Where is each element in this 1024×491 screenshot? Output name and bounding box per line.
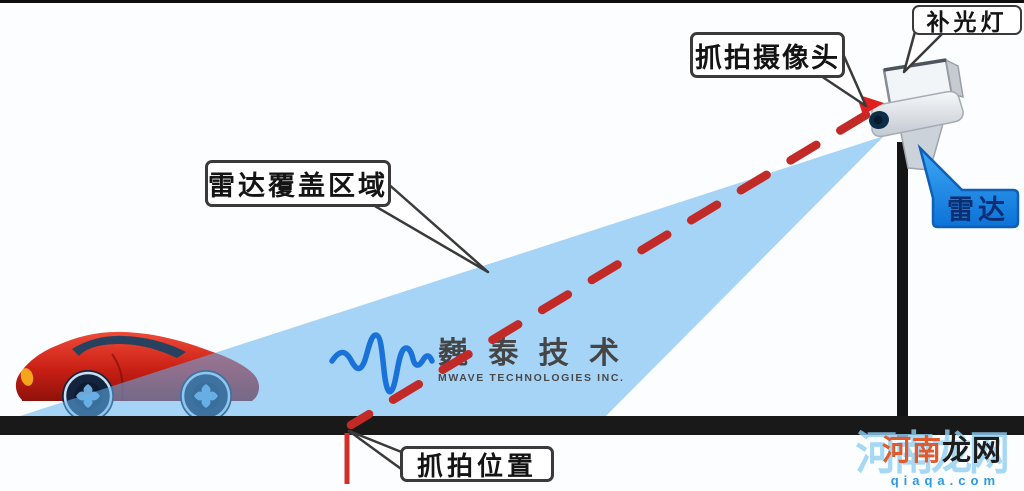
camera-lens-core <box>873 115 883 125</box>
car-window <box>72 335 186 358</box>
fill-light-top-edge <box>883 58 947 72</box>
callout-capture-camera: 抓拍摄像头 <box>690 32 845 78</box>
callout-fill-light-label: 补光灯 <box>926 9 1008 35</box>
radar-bubble-shape <box>917 143 1020 229</box>
callout-capture-position: 抓拍位置 <box>400 446 554 482</box>
watermark-name-text: 龙网 <box>941 435 1002 467</box>
callout-fill-light: 补光灯 <box>912 5 1022 35</box>
road <box>0 416 1024 435</box>
mwave-logo: 巍 泰 技 术 MWAVE TECHNOLOGIES INC. <box>329 332 625 395</box>
camera-pole <box>897 142 908 440</box>
fill-light-side <box>945 58 964 99</box>
callout-radar-coverage: 雷达覆盖区域 <box>205 160 391 207</box>
watermark-site-title: 河南龙网 <box>882 427 1002 469</box>
waveform-icon <box>329 332 435 395</box>
camera-body <box>871 90 964 138</box>
car-headlight <box>20 368 34 386</box>
camera-assembly <box>856 58 964 171</box>
watermark-url: qiaqa.com <box>890 473 1000 488</box>
radar-beam-area <box>14 136 884 418</box>
callout-capture-position-label: 抓拍位置 <box>416 450 537 481</box>
site-watermark: 河南龙网 河南龙网 qiaqa.com <box>839 429 1024 491</box>
top-border-line <box>0 0 1024 3</box>
watermark-region-text: 河南 <box>881 435 942 467</box>
logo-company-en: MWAVE TECHNOLOGIES INC. <box>438 372 625 384</box>
callout-capture-camera-label: 抓拍摄像头 <box>695 42 840 73</box>
callout-radar-coverage-label: 雷达覆盖区域 <box>208 171 388 201</box>
radar-sight-dashed-line <box>346 110 871 430</box>
radar-bubble-label: 雷达 <box>947 195 1009 225</box>
watermark-graffiti-background: 河南龙网 <box>855 428 1010 480</box>
capture-position-callout-tail <box>347 429 406 473</box>
radar-bubble: 雷达 <box>917 143 1020 229</box>
